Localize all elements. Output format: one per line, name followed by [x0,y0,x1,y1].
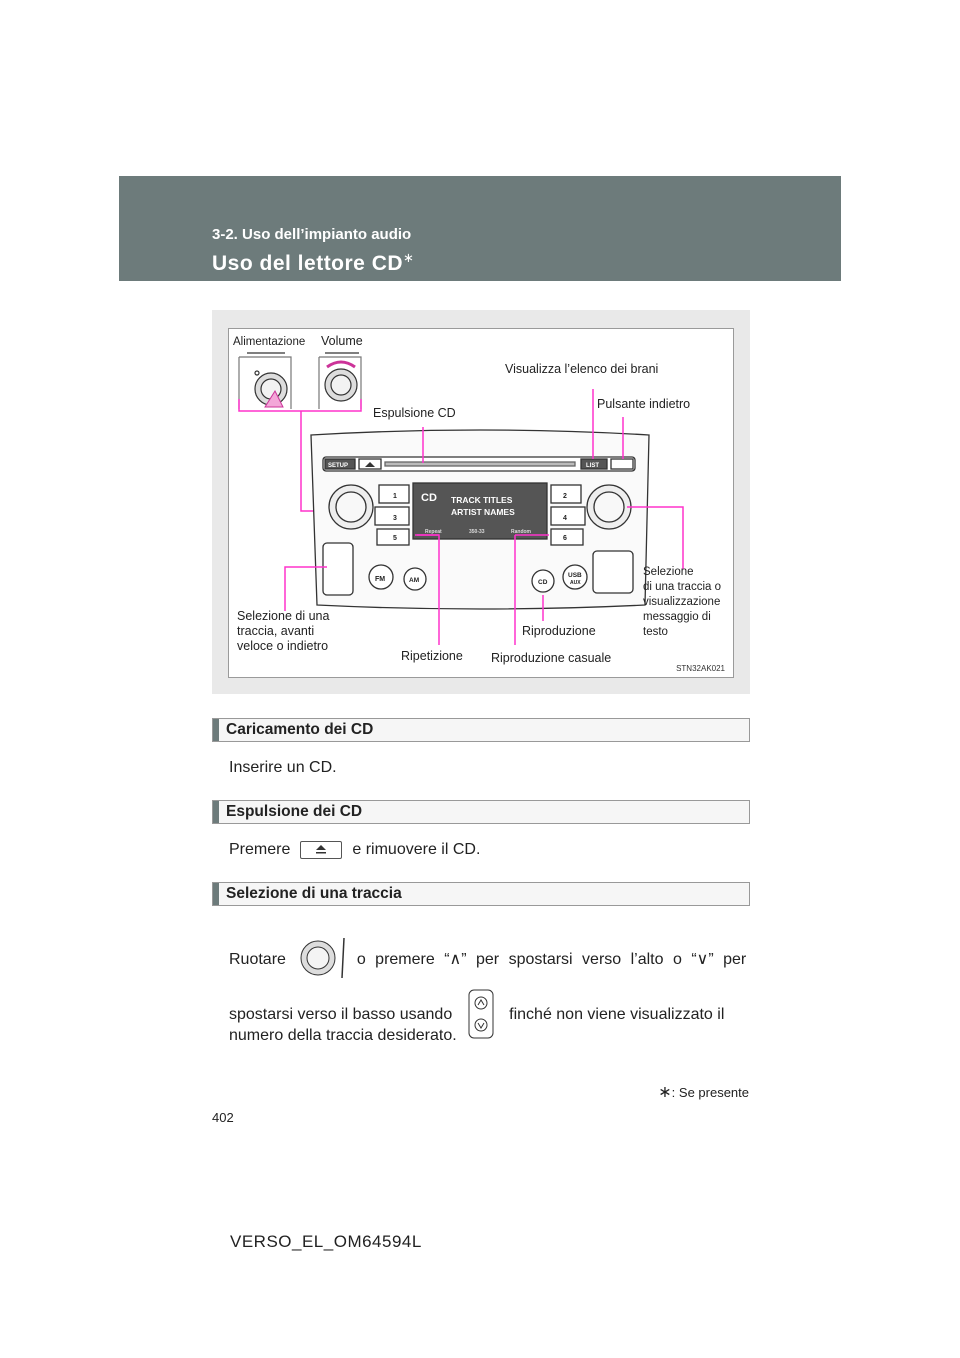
random-text: Random [511,529,532,535]
header-band [119,176,841,281]
am-label: AM [409,577,419,584]
head-unit [310,429,650,610]
preset-5: 5 [393,535,397,542]
text-selezione-line2: spostarsi verso il basso usando finché n… [229,988,749,1040]
usb-label: USB [568,572,582,579]
preset-1: 1 [393,493,397,500]
track-titles-text: TRACK TITLES [451,495,513,505]
page-title: Uso del lettore CD∗ [212,250,415,275]
label-volume: Volume [321,334,363,348]
label-ripetizione: Ripetizione [401,649,463,663]
panel-text: SETUP LIST FM AM CD USB AUX TRACK TITLES… [328,463,599,586]
text-selezione-line3: numero della traccia desiderato. [229,1027,457,1044]
aux-label: AUX [570,580,581,586]
preset-3: 3 [393,515,397,522]
text-selezione-line1: Ruotare o premere “∧” per spostarsi vers… [229,937,749,980]
repeat-text: Repeat [425,529,442,535]
audio-panel-illustration: SETUP LIST FM AM CD USB AUX TRACK TITLES… [238,352,684,645]
page-number: 402 [212,1110,234,1125]
document-id: VERSO_EL_OM64594L [230,1232,422,1251]
label-alimentazione: Alimentazione [233,336,306,348]
label-riproduzione-casuale: Riproduzione casuale [491,651,612,665]
label-visualizza-elenco: Visualizza l’elenco dei brani [505,362,659,376]
label-riproduzione: Riproduzione [522,624,596,638]
figure-code: STN32AK021 [676,664,725,673]
callout-lines [284,389,684,645]
setup-label: SETUP [328,463,348,469]
rotate-arrow-icon [326,360,356,369]
list-label: LIST [586,463,599,469]
fm-label: FM [375,576,385,583]
artist-names-text: ARTIST NAMES [451,507,515,517]
label-selezione-traccia-testo: Selezione di una traccia o visualizzazio… [643,566,721,638]
seek-button-icon [457,988,505,1039]
audio-panel-figure: SETUP LIST FM AM CD USB AUX TRACK TITLES… [228,328,734,678]
heading-espulsione: Espulsione dei CD [212,800,750,824]
counter-text: 350-33 [469,529,485,535]
eject-button-icon [300,841,343,859]
label-espulsione-cd: Espulsione CD [373,406,456,420]
cd-logo-icon: CD [421,492,437,504]
preset-4: 4 [563,515,567,522]
power-volume-inset [238,352,362,409]
press-arrow-icon [264,389,284,408]
label-pulsante-indietro: Pulsante indietro [597,397,691,411]
label-selezione-avanti: Selezione di una traccia, avanti veloce … [237,609,330,653]
heading-caricamento: Caricamento dei CD [212,718,750,742]
preset-6: 6 [563,535,567,542]
text-caricamento: Inserire un CD. [229,759,337,776]
tune-knob-icon [290,936,352,979]
footnote: ∗: Se presente [658,1084,749,1101]
section-label: 3-2. Uso dell’impianto audio [212,226,412,243]
heading-selezione: Selezione di una traccia [212,882,750,906]
preset-2: 2 [563,493,567,500]
cd-label: CD [538,579,548,586]
